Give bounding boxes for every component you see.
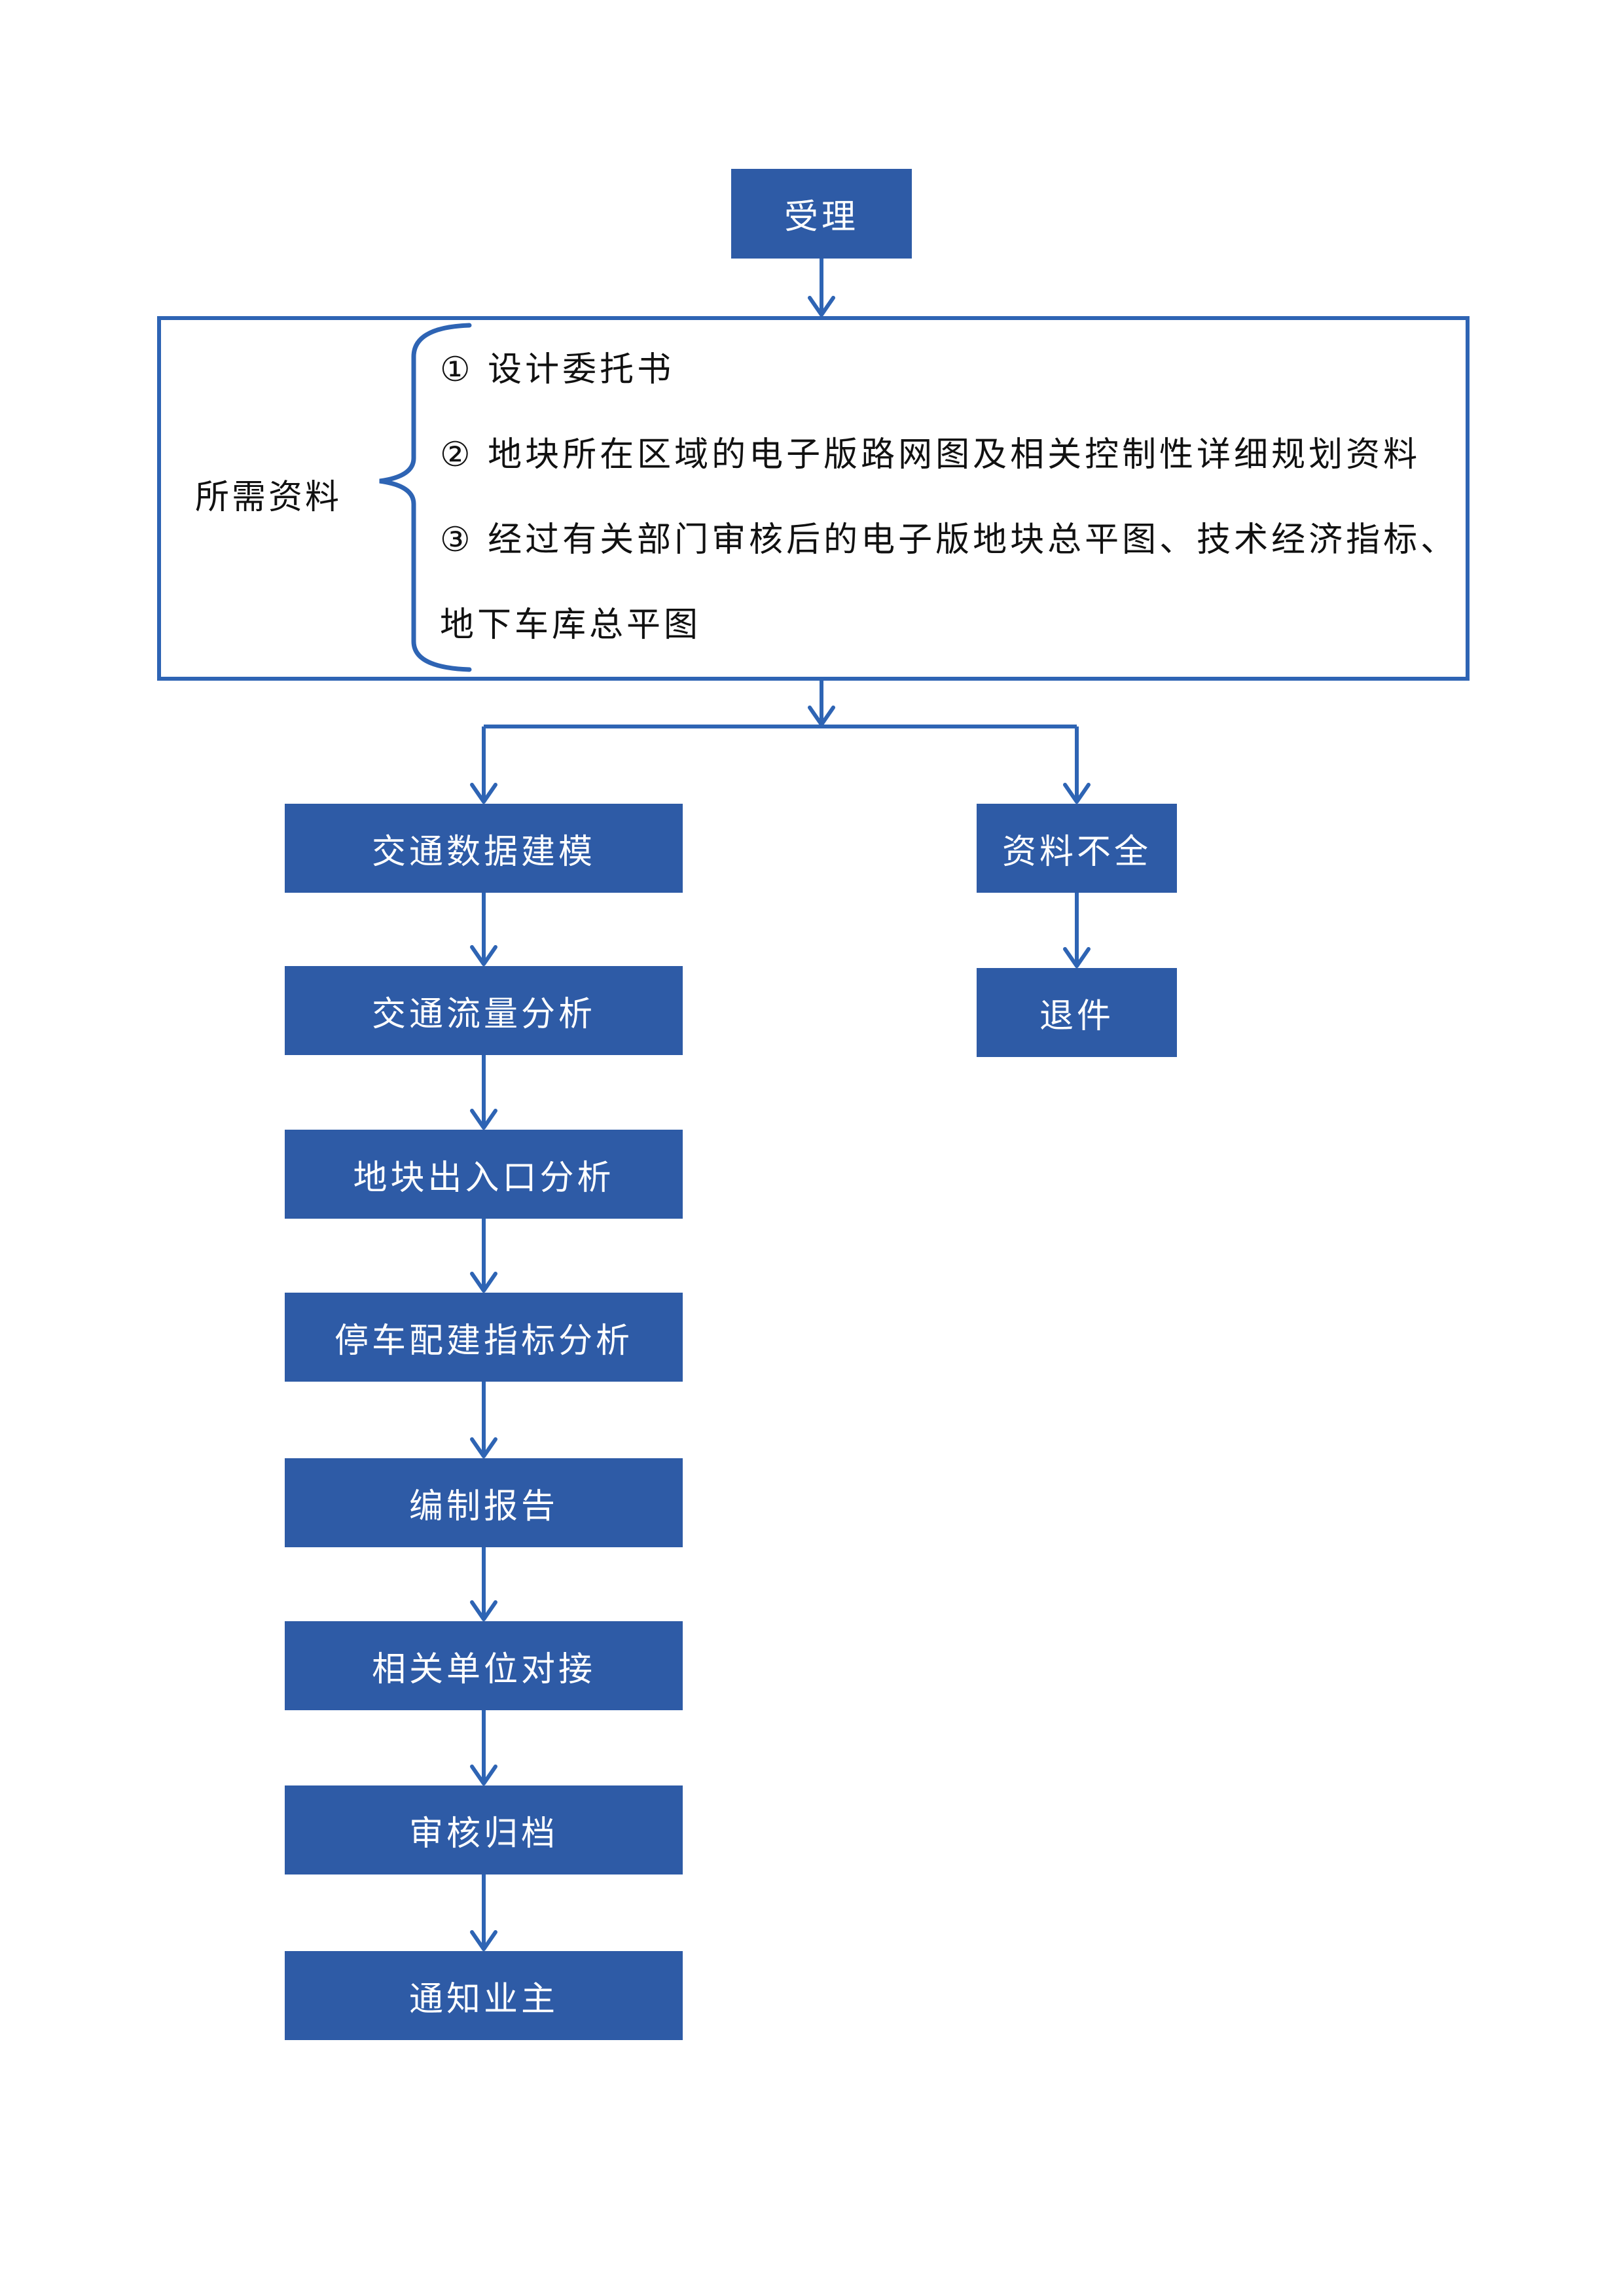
node-return-application: 退件: [977, 968, 1177, 1057]
node-report-compilation: 编制报告: [285, 1458, 683, 1547]
materials-item-2: ② 地块所在区域的电子版路网图及相关控制性详细规划资料: [440, 435, 1421, 475]
materials-label: 所需资料: [195, 478, 342, 517]
node-related-unit-coordination: 相关单位对接: [285, 1621, 683, 1710]
node-site-access-analysis: 地块出入口分析: [285, 1130, 683, 1219]
node-accept: 受理: [731, 169, 912, 259]
node-review-archive: 审核归档: [285, 1785, 683, 1874]
node-traffic-data-modeling: 交通数据建模: [285, 804, 683, 893]
materials-box: 所需资料 ① 设计委托书 ② 地块所在区域的电子版路网图及相关控制性详细规划资料…: [157, 316, 1470, 681]
materials-item-1: ① 设计委托书: [440, 350, 675, 389]
materials-list: ① 设计委托书 ② 地块所在区域的电子版路网图及相关控制性详细规划资料 ③ 经过…: [440, 327, 1458, 668]
node-notify-owner: 通知业主: [285, 1951, 683, 2040]
materials-item-3: ③ 经过有关部门审核后的电子版地块总平图、技术经济指标、: [440, 520, 1458, 560]
materials-item-3-continued: 地下车库总平图: [440, 605, 702, 645]
node-incomplete-materials: 资料不全: [977, 804, 1177, 893]
node-traffic-flow-analysis: 交通流量分析: [285, 966, 683, 1055]
node-parking-index-analysis: 停车配建指标分析: [285, 1293, 683, 1382]
